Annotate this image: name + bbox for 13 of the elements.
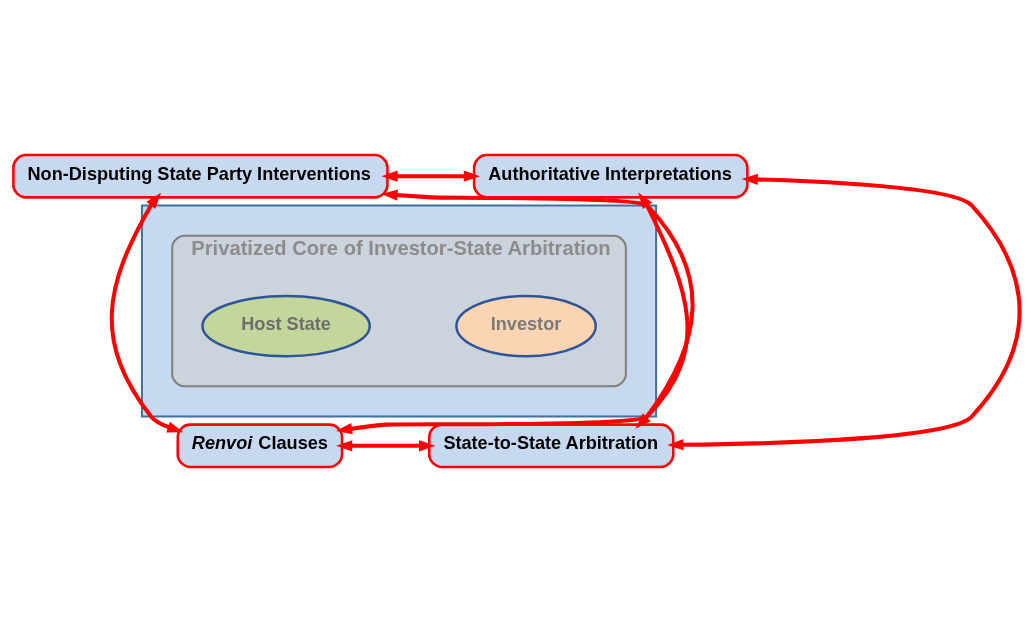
- node-box: Authoritative Interpretations: [472, 153, 749, 199]
- arrow: [667, 173, 1022, 451]
- node-box: Non-Disputing State Party Interventions: [12, 153, 389, 199]
- node-box: State-to-State Arbitration: [428, 423, 675, 469]
- cluster: [140, 204, 658, 418]
- node-ellipse: Host State: [201, 294, 371, 358]
- node-box: Renvoi Clauses: [176, 423, 344, 469]
- arrow: [336, 192, 690, 435]
- arrow: [336, 440, 436, 452]
- node-ellipse: Investor: [455, 294, 597, 358]
- arrow: [381, 170, 480, 182]
- arrow: [381, 189, 695, 429]
- arrow: [109, 192, 184, 433]
